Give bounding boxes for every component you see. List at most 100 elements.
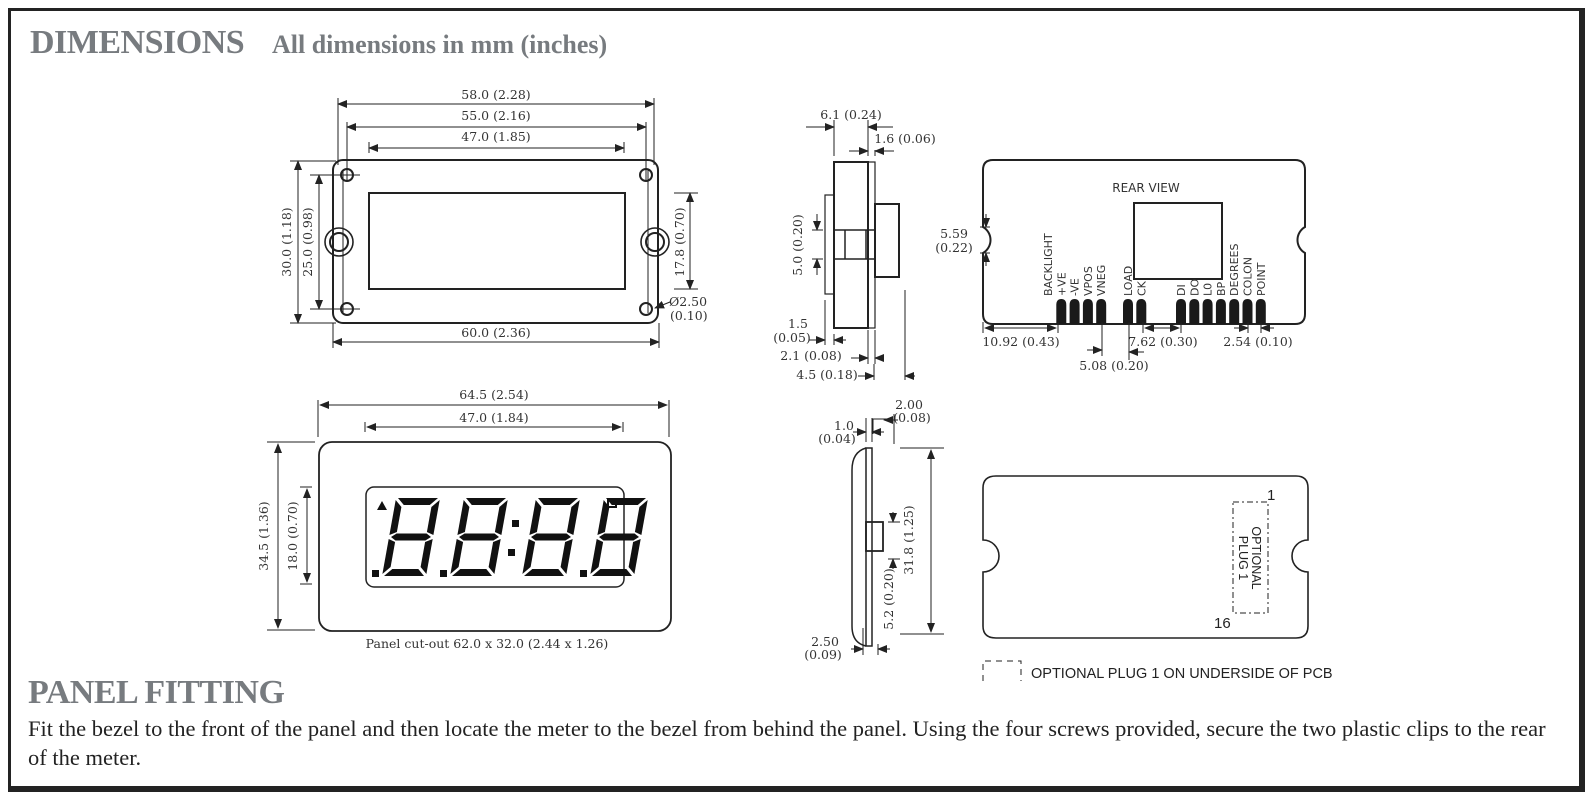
dim-text-connector: 5.0 (0.20) — [790, 214, 805, 275]
pin-pad — [1123, 299, 1133, 324]
pin-pad — [1215, 299, 1226, 324]
side-view-top — [806, 120, 915, 380]
plug-pin-last: 16 — [1214, 615, 1231, 632]
pin-label: BACKLIGHT — [1042, 233, 1055, 296]
front-view — [290, 98, 698, 348]
dim-text-front-offset: 1.5 — [788, 316, 808, 331]
side-front-plate — [824, 194, 835, 295]
pin-pad — [1056, 299, 1067, 324]
lcd-segment — [590, 539, 604, 574]
pin-label: LOAD — [1122, 266, 1135, 296]
lcd-decimal-point — [440, 570, 447, 577]
plug-label-line2: PLUG 1 — [1236, 536, 1250, 581]
optional-plug-outline — [1232, 501, 1269, 614]
lcd-segment — [529, 500, 542, 535]
dim-text-notch: 5.59 — [940, 226, 968, 241]
mount-hole-br — [639, 302, 653, 316]
dim-leader-hole — [654, 300, 671, 309]
lcd-arrow-indicator — [377, 501, 387, 510]
dim-text-hole-dia-in: (0.10) — [670, 308, 708, 323]
lcd-segment — [560, 539, 573, 574]
lcd-colon-dot — [512, 520, 519, 527]
lcd-decimal-point — [372, 570, 379, 577]
lcd-decimal-point — [580, 570, 587, 577]
dim-text-pcb: 1.6 (0.06) — [874, 131, 935, 146]
document-frame — [8, 8, 1582, 792]
lcd-segment — [426, 500, 440, 535]
lcd-segment — [420, 539, 433, 574]
pin-pad — [1136, 299, 1147, 324]
panel-cutout-caption: Panel cut-out 62.0 x 32.0 (2.44 x 1.26) — [366, 636, 609, 651]
lcd-degree-indicator — [607, 498, 617, 508]
lcd-segment — [522, 539, 536, 574]
dim-text-pitch: 2.54 (0.10) — [1223, 334, 1292, 349]
side-pcb — [867, 161, 876, 329]
dim-text-bezel-lip: 2.00 — [895, 397, 923, 412]
pin-pad — [1255, 299, 1266, 324]
side-connector — [874, 203, 900, 278]
lcd-segment — [398, 498, 438, 505]
dim-text-bezel-lip-in: (0.08) — [893, 410, 931, 425]
plug-legend-text: OPTIONAL PLUG 1 ON UNDERSIDE OF PCB — [1031, 666, 1333, 682]
dim-text-depth: 6.1 (0.24) — [820, 107, 881, 122]
lcd-segment — [592, 569, 632, 576]
dim-text-front-offset-in: (0.05) — [773, 330, 811, 345]
dim-text-group-gap: 7.62 (0.30) — [1128, 334, 1197, 349]
dim-text-55: 55.0 (2.16) — [461, 108, 530, 123]
lcd-segment — [389, 500, 402, 535]
pin-label: VNEG — [1095, 265, 1108, 296]
dim-text-25: 25.0 (0.98) — [300, 207, 315, 276]
boss-left-outer — [324, 227, 354, 257]
dim-text-bezel-depth: 2.50 — [811, 634, 839, 649]
pin-label: L0 — [1202, 283, 1215, 296]
lcd-segment — [599, 533, 639, 541]
dim-text-bezel-depth-in: (0.09) — [804, 647, 842, 662]
side-view-bottom — [851, 414, 944, 655]
lcd-segment — [488, 539, 501, 574]
pin-label: POINT — [1255, 262, 1268, 296]
lcd-segment — [524, 569, 564, 576]
dim-text-display-height: 18.0 (0.70) — [285, 501, 300, 570]
pin-label: BP — [1215, 281, 1228, 296]
pin-label: DO — [1188, 279, 1201, 296]
pin-label: CK — [1135, 280, 1148, 296]
dim-text-47: 47.0 (1.85) — [461, 129, 530, 144]
lcd-segment — [494, 500, 508, 535]
dim-text-bezel-height: 34.5 (1.36) — [256, 501, 271, 570]
front-body-outline — [332, 159, 659, 324]
boss-right-inner — [645, 232, 665, 252]
dimensions-subheading: All dimensions in mm (inches) — [272, 30, 608, 59]
bezel-side-plate — [865, 447, 873, 647]
lcd-segment — [531, 533, 571, 541]
legend-dashed-box — [982, 660, 1022, 681]
pin-label: -VE — [1069, 278, 1082, 296]
lcd-segment — [566, 500, 580, 535]
underside-view — [982, 475, 1309, 681]
dim-text-30: 30.0 (1.18) — [279, 207, 294, 276]
rear-chip — [1133, 202, 1223, 280]
dim-text-clip-height: 5.2 (0.20) — [881, 568, 896, 629]
dim-text-connector-depth: 4.5 (0.18) — [796, 367, 857, 382]
front-window — [368, 192, 626, 290]
dim-text-side-height: 31.8 (1.25) — [901, 505, 916, 574]
rear-view-title: REAR VIEW — [1112, 181, 1180, 195]
lcd-segment — [457, 500, 470, 535]
dim-text-gap: 1.0 — [834, 418, 854, 433]
frame-shadow-right — [1579, 8, 1585, 792]
lcd-segment — [538, 498, 578, 505]
lcd-segment — [634, 500, 648, 535]
dim-text-17-8: 17.8 (0.70) — [672, 207, 687, 276]
rear-dim-lines — [980, 214, 1274, 360]
lcd-segment — [628, 539, 641, 574]
lcd-segment — [459, 533, 499, 541]
dim-text-bezel-width: 64.5 (2.54) — [459, 387, 528, 402]
dim-text-hole-dia: Ø2.50 — [669, 294, 707, 309]
lcd-colon-dot — [508, 549, 515, 556]
pin-pad — [1229, 299, 1240, 324]
dim-text-60: 60.0 (2.36) — [461, 325, 530, 340]
pin-label: +VE — [1055, 272, 1068, 296]
lcd-segment — [597, 500, 610, 535]
lcd-segment — [391, 533, 431, 541]
